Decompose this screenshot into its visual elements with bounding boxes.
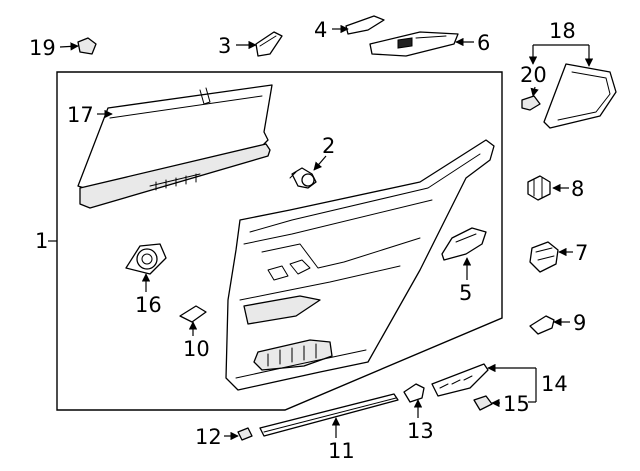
callout-6: 6 — [477, 31, 490, 55]
callout-13: 13 — [407, 419, 434, 443]
callout-9: 9 — [573, 311, 586, 335]
callout-20: 20 — [520, 63, 547, 87]
leader-18-bracket — [532, 44, 590, 62]
assembly-frame — [56, 71, 503, 411]
leader-2 — [313, 155, 327, 171]
part-20-clip — [521, 95, 541, 111]
part-11-weatherstrip — [259, 393, 399, 437]
part-13-clip — [403, 383, 425, 403]
part-17-upper-trim — [77, 84, 273, 209]
part-2-fastener — [289, 167, 317, 189]
part-14-strip — [431, 363, 489, 397]
part-5-inner-handle — [441, 227, 487, 261]
part-9-clip — [529, 315, 555, 335]
part-6-switch-panel — [369, 31, 459, 57]
part-8-grommet — [527, 175, 551, 201]
callout-3: 3 — [218, 34, 231, 58]
callout-17: 17 — [67, 103, 94, 127]
callout-15: 15 — [503, 392, 530, 416]
part-15-clip — [473, 395, 493, 411]
part-3-trim-piece — [255, 31, 283, 57]
part-18-quarter-trim — [543, 63, 617, 129]
part-16-speaker — [125, 243, 167, 275]
part-10-clip — [179, 305, 207, 323]
callout-18: 18 — [549, 19, 576, 43]
callout-4: 4 — [314, 18, 327, 42]
callout-19: 19 — [29, 36, 56, 60]
part-12-clip — [237, 427, 253, 441]
callout-7: 7 — [575, 241, 588, 265]
leader-20 — [530, 86, 539, 97]
callout-10: 10 — [183, 337, 210, 361]
callout-14: 14 — [541, 372, 568, 396]
leader-19 — [59, 42, 79, 51]
part-1-door-trim-panel — [225, 139, 495, 391]
callout-8: 8 — [571, 177, 584, 201]
callout-2: 2 — [322, 134, 335, 158]
part-7-bracket — [529, 241, 559, 273]
callout-5: 5 — [459, 281, 472, 305]
part-4-garnish — [345, 15, 385, 35]
callout-12: 12 — [195, 425, 222, 449]
callout-1: 1 — [35, 229, 48, 253]
part-19-bracket — [77, 37, 97, 55]
callout-11: 11 — [328, 439, 355, 463]
callout-16: 16 — [135, 293, 162, 317]
